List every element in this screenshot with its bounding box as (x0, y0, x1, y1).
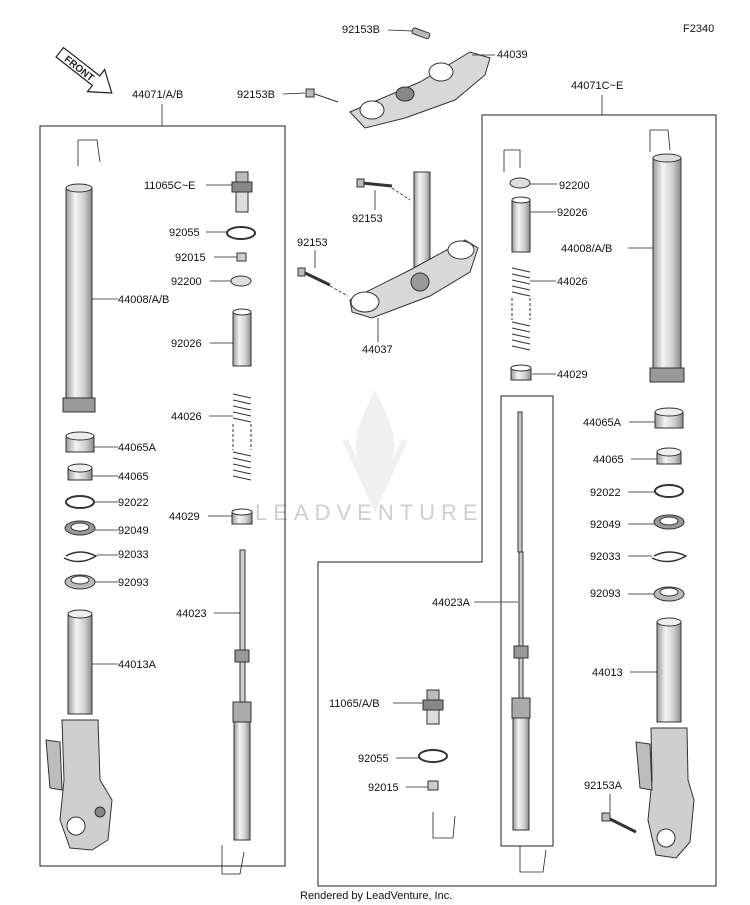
callout-L44008AB: 44008/A/B (118, 294, 169, 306)
steering-stem-lower-clamp (349, 171, 479, 319)
washer-92022-right (654, 484, 684, 498)
washer-92022-left (65, 495, 95, 509)
callout-44037: 44037 (362, 344, 393, 356)
oil-seal-92049-right (653, 514, 685, 530)
upper-triple-clamp (349, 27, 491, 129)
bolt-92153-lower (297, 267, 349, 297)
callout-R44008AB: 44008/A/B (561, 243, 612, 255)
callout-R44026: 44026 (557, 276, 588, 288)
outer-tube-right (649, 129, 685, 383)
top-cap-11065-left (231, 171, 253, 213)
spacer-92026-right (511, 196, 531, 253)
right-cartridge-box (500, 395, 554, 847)
callout-L92049: 92049 (118, 525, 149, 537)
bushing-44065-right (656, 447, 682, 465)
callout-R44013: 44013 (592, 667, 623, 679)
callout-R44065A: 44065A (583, 417, 622, 429)
callout-R92093: 92093 (590, 588, 621, 600)
callout-L92055: 92055 (169, 227, 200, 239)
callout-44071AB: 44071/A/B (132, 89, 183, 101)
watermark-text: LEADVENTURE (255, 500, 484, 525)
left-fork-assembly-box (39, 125, 286, 867)
dust-seal-92093-left (64, 574, 96, 590)
callout-L11065CE: 11065C~E (144, 180, 195, 192)
bolt-92153-upper (356, 178, 411, 201)
watermark-logo-icon (342, 390, 408, 513)
callout-L44013A: 44013A (118, 659, 157, 671)
callout-R92015: 92015 (368, 782, 399, 794)
bushing-44065A-left (65, 431, 95, 453)
callout-R92200: 92200 (559, 180, 590, 192)
circlip-92033-right (651, 551, 688, 563)
collar-44029-right (510, 364, 532, 381)
callout-R92022: 92022 (590, 487, 621, 499)
callout-L92026: 92026 (171, 338, 202, 350)
front-arrow-icon: FRONT (55, 46, 113, 94)
callout-R92033: 92033 (590, 551, 621, 563)
callout-R44065: 44065 (593, 454, 624, 466)
washer-92200-left (230, 275, 252, 287)
o-ring-92055-right (418, 749, 448, 763)
inner-tube-axle-lug-right (635, 617, 695, 859)
bushing-44065A-right (654, 407, 684, 429)
cartridge-44023A-right (511, 411, 547, 873)
callout-92153-a: 92153 (352, 213, 383, 225)
cartridge-44023-left (221, 549, 252, 875)
callout-R92153A: 92153A (584, 780, 623, 792)
oil-seal-92049-left (64, 520, 96, 536)
callout-L44026: 44026 (171, 411, 202, 423)
outer-tube-left (62, 139, 101, 413)
washer-92200-right (509, 177, 531, 189)
dust-seal-92093-right (653, 586, 685, 602)
callout-R92049: 92049 (590, 519, 621, 531)
o-ring-92055-left (226, 226, 256, 240)
figure-code: F2340 (683, 23, 714, 35)
callout-L92022: 92022 (118, 497, 149, 509)
callout-L44023: 44023 (176, 608, 207, 620)
callout-92153-b: 92153 (297, 237, 328, 249)
callout-L44065: 44065 (118, 471, 149, 483)
top-cap-11065-right (422, 689, 444, 725)
callout-R44023A: 44023A (432, 597, 471, 609)
callout-92153B-top: 92153B (342, 24, 380, 36)
bolt-92153A-right (601, 812, 637, 834)
right-fork-assembly-box (317, 114, 717, 887)
callout-44039: 44039 (497, 49, 528, 61)
nut-92015-right (427, 780, 439, 791)
callout-L92093: 92093 (118, 577, 149, 589)
callout-L92033: 92033 (118, 549, 149, 561)
callout-R92055: 92055 (358, 753, 389, 765)
spring-44026-left (232, 393, 252, 481)
callout-44071CE: 44071C~E (571, 80, 623, 92)
callout-R92026: 92026 (557, 207, 588, 219)
callout-R44029: 44029 (557, 369, 588, 381)
callout-L44065A: 44065A (118, 442, 157, 454)
spacer-92026-left (232, 308, 252, 367)
collar-44029-left (231, 508, 253, 525)
bolt-92153B-left (305, 88, 339, 103)
callout-92153B-left: 92153B (237, 89, 275, 101)
callout-L44029: 44029 (169, 511, 200, 523)
footer-credit: Rendered by LeadVenture, Inc. (300, 890, 452, 902)
bushing-44065-left (67, 463, 93, 481)
callout-L92015: 92015 (175, 252, 206, 264)
circlip-92033-left (63, 551, 98, 563)
spring-44026-right (511, 267, 531, 351)
inner-tube-axle-lug-left (45, 609, 113, 851)
nut-92015-left (236, 252, 247, 262)
callout-R11065AB: 11065/A/B (329, 698, 380, 710)
callout-L92200: 92200 (171, 276, 202, 288)
